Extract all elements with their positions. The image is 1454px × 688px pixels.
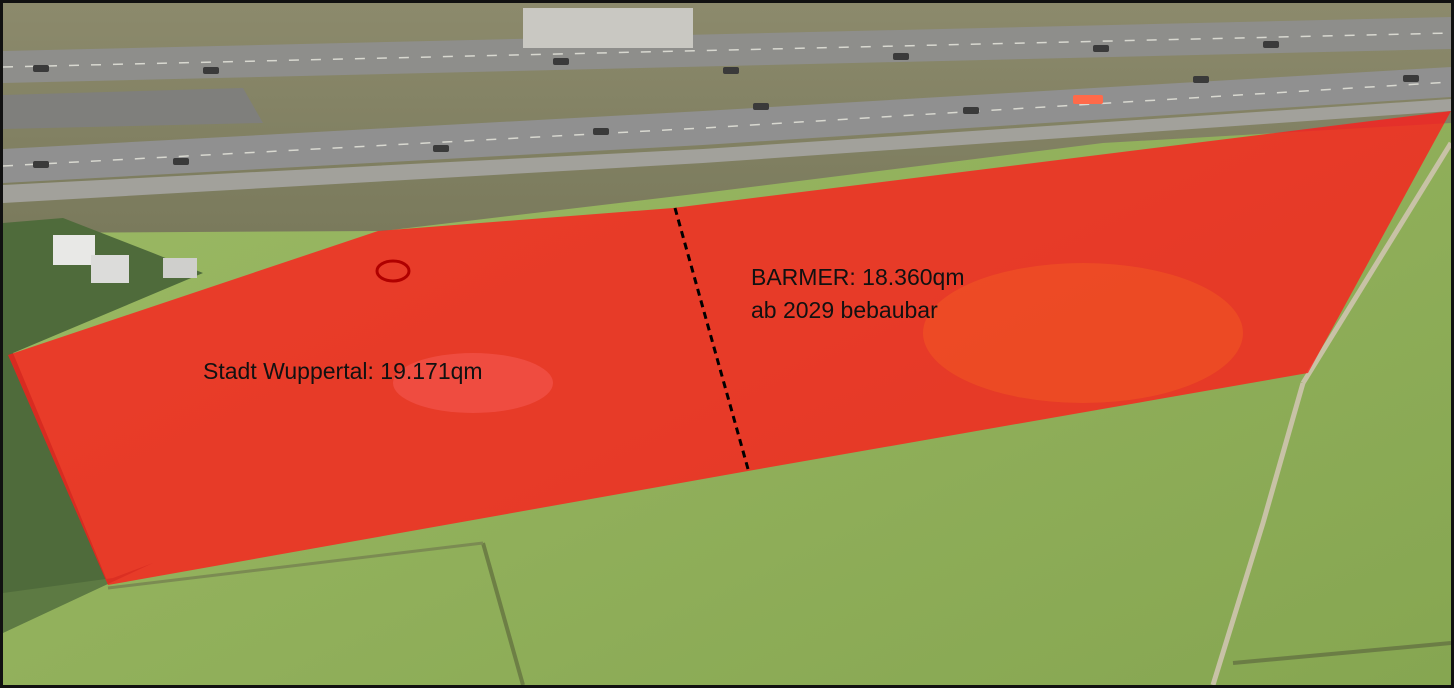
service-road [3, 99, 1451, 203]
house-roof [163, 258, 197, 278]
field-hedge [481, 542, 525, 685]
parking-lot [523, 8, 693, 48]
field-path [1210, 382, 1306, 685]
development-area-overlay [8, 111, 1451, 585]
highway-upper [3, 17, 1451, 83]
terrain-feature [923, 263, 1243, 403]
area-label-stadt: Stadt Wuppertal: 19.171qm [203, 355, 483, 388]
field-path [1300, 141, 1451, 385]
area-label-barmer-note: ab 2029 bebaubar [751, 297, 938, 323]
vehicle-red [1073, 95, 1103, 104]
aerial-image [3, 3, 1451, 685]
house-roof [91, 255, 129, 283]
house-roof [53, 235, 95, 265]
field-hedge [107, 541, 484, 590]
terrain-feature [393, 353, 553, 413]
field-hedge [1232, 641, 1451, 665]
vehicles [33, 41, 1419, 168]
area-label-stadt-text: Stadt Wuppertal: 19.171qm [203, 358, 483, 384]
area-label-barmer-size: BARMER: 18.360qm [751, 264, 965, 290]
side-road [3, 88, 263, 129]
area-label-barmer: BARMER: 18.360qm ab 2029 bebaubar [751, 261, 964, 327]
terrain-feature [375, 259, 411, 283]
parcel-divider [673, 207, 750, 470]
woodland-left [3, 218, 203, 603]
